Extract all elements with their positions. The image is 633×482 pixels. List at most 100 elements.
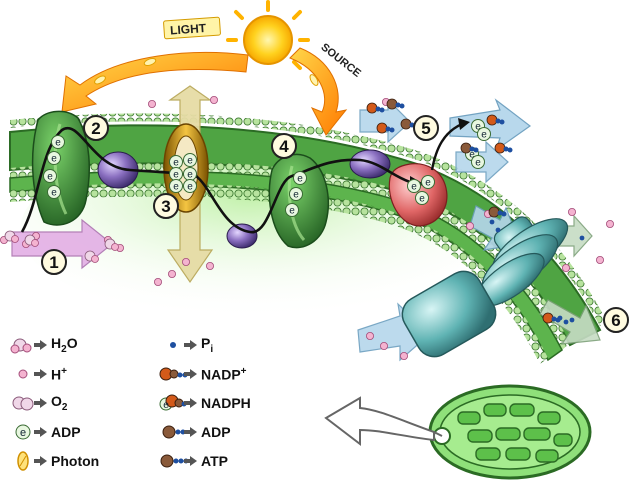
svg-text:e: e <box>419 194 425 205</box>
legend-label: NADPH <box>201 395 251 411</box>
water-molecule-icon <box>104 238 119 251</box>
phosphate-icon <box>563 319 569 325</box>
ferredoxin <box>349 149 391 179</box>
photon-icon <box>17 451 29 471</box>
legend-item-nadp-plus: NADP+ <box>158 361 247 387</box>
proton-icon <box>205 261 214 270</box>
proton-icon <box>465 221 474 230</box>
electron-icon: e <box>183 167 197 181</box>
svg-text:e: e <box>173 158 179 169</box>
electron-icon: e <box>285 203 299 217</box>
svg-text:5: 5 <box>421 119 430 138</box>
legend-arrow-icon <box>184 427 197 437</box>
legend-label: H2O <box>51 335 78 355</box>
svg-text:LIGHT: LIGHT <box>170 21 208 38</box>
svg-text:e: e <box>51 154 57 165</box>
svg-text:3: 3 <box>161 197 170 216</box>
step-badge-2: 2 <box>83 115 109 141</box>
molecule-group <box>0 96 615 360</box>
svg-text:e: e <box>55 138 61 149</box>
electron-icon: e <box>421 175 435 189</box>
step-badge-5: 5 <box>413 115 439 141</box>
proton-icon <box>379 341 388 350</box>
svg-text:e: e <box>187 156 193 167</box>
proton-icon <box>153 277 162 286</box>
legend-arrow-icon <box>184 340 197 350</box>
photosystem-i <box>268 153 329 249</box>
electron-icon: e <box>51 135 65 149</box>
legend-arrow-icon <box>34 398 47 408</box>
electron-icon: e <box>407 179 421 193</box>
electron-icon: e <box>43 169 57 183</box>
nadph-icon: e <box>159 394 187 411</box>
electron-icon: e <box>47 185 61 199</box>
water-molecule-icon <box>24 234 39 247</box>
proton-icon <box>606 219 615 228</box>
electron-icon: e <box>289 187 303 201</box>
electron-icon: e <box>293 171 307 185</box>
legend-item-photon: Photon <box>8 448 99 474</box>
phosphate-icon <box>569 317 575 323</box>
phosphate-icon <box>495 227 501 233</box>
svg-text:1: 1 <box>49 253 58 272</box>
phosphate-icon <box>557 315 563 321</box>
membrane-lower-heads <box>10 183 548 364</box>
nadp-molecule-icon <box>488 206 507 218</box>
svg-text:e: e <box>481 130 487 141</box>
step-badges: 1 2 3 4 5 6 <box>41 115 629 333</box>
legend-label: O2 <box>51 393 68 413</box>
photon-markers <box>94 58 319 86</box>
electron-icon: e <box>169 179 183 193</box>
electron-icon: e <box>415 191 429 205</box>
legend-arrow-icon <box>34 427 47 437</box>
chloroplast-icon <box>428 384 592 480</box>
plastocyanin <box>226 223 258 249</box>
legend-item-o2: O2 <box>8 390 67 416</box>
step-badge-3: 3 <box>153 193 179 219</box>
proton-icon <box>181 257 190 266</box>
electron-flow-path <box>20 126 411 234</box>
legend-item-h-plus: H+ <box>8 361 67 387</box>
svg-text:e: e <box>47 172 53 183</box>
atp-synthase <box>401 216 569 358</box>
nadp-molecule-icon <box>460 142 479 154</box>
zoom-pointer-arrow <box>324 396 435 447</box>
legend-label: ATP <box>201 453 228 469</box>
proton-icon <box>18 369 28 379</box>
legend-arrow-icon <box>34 456 47 466</box>
legend-arrow-icon <box>184 369 197 379</box>
electron-icon: e <box>471 155 485 169</box>
phosphate-icon <box>579 235 585 241</box>
photosystem-ii <box>31 110 90 226</box>
svg-text:e: e <box>187 170 193 181</box>
step-badge-4: 4 <box>271 133 297 159</box>
svg-text:e: e <box>425 178 431 189</box>
legend-label: H+ <box>51 365 67 383</box>
proton-icon <box>562 263 571 272</box>
svg-text:e: e <box>411 182 417 193</box>
svg-text:e: e <box>173 170 179 181</box>
legend-item-adp: ADP <box>158 419 231 445</box>
zoom-pointer-line <box>433 431 443 437</box>
svg-text:4: 4 <box>279 137 289 156</box>
electron-icon: e <box>183 153 197 167</box>
nadp-molecule-icon <box>366 102 385 114</box>
legend-item-atp: ATP <box>158 448 228 474</box>
proton-icon <box>167 269 176 278</box>
step-badge-6: 6 <box>603 307 629 333</box>
svg-text:e: e <box>475 158 481 169</box>
svg-text:e: e <box>289 206 295 217</box>
electron-icon: e <box>47 151 61 165</box>
svg-text:e: e <box>293 190 299 201</box>
phosphate-icon <box>489 219 495 225</box>
svg-text:6: 6 <box>611 311 620 330</box>
svg-text:e: e <box>173 182 179 193</box>
svg-text:e: e <box>20 427 26 439</box>
phosphate-icon <box>170 342 176 348</box>
nadph-release-path <box>430 122 463 171</box>
nadph-release-arrow-head <box>458 118 470 130</box>
proton-icon <box>209 96 218 105</box>
nadp-molecule-icon <box>494 142 513 154</box>
